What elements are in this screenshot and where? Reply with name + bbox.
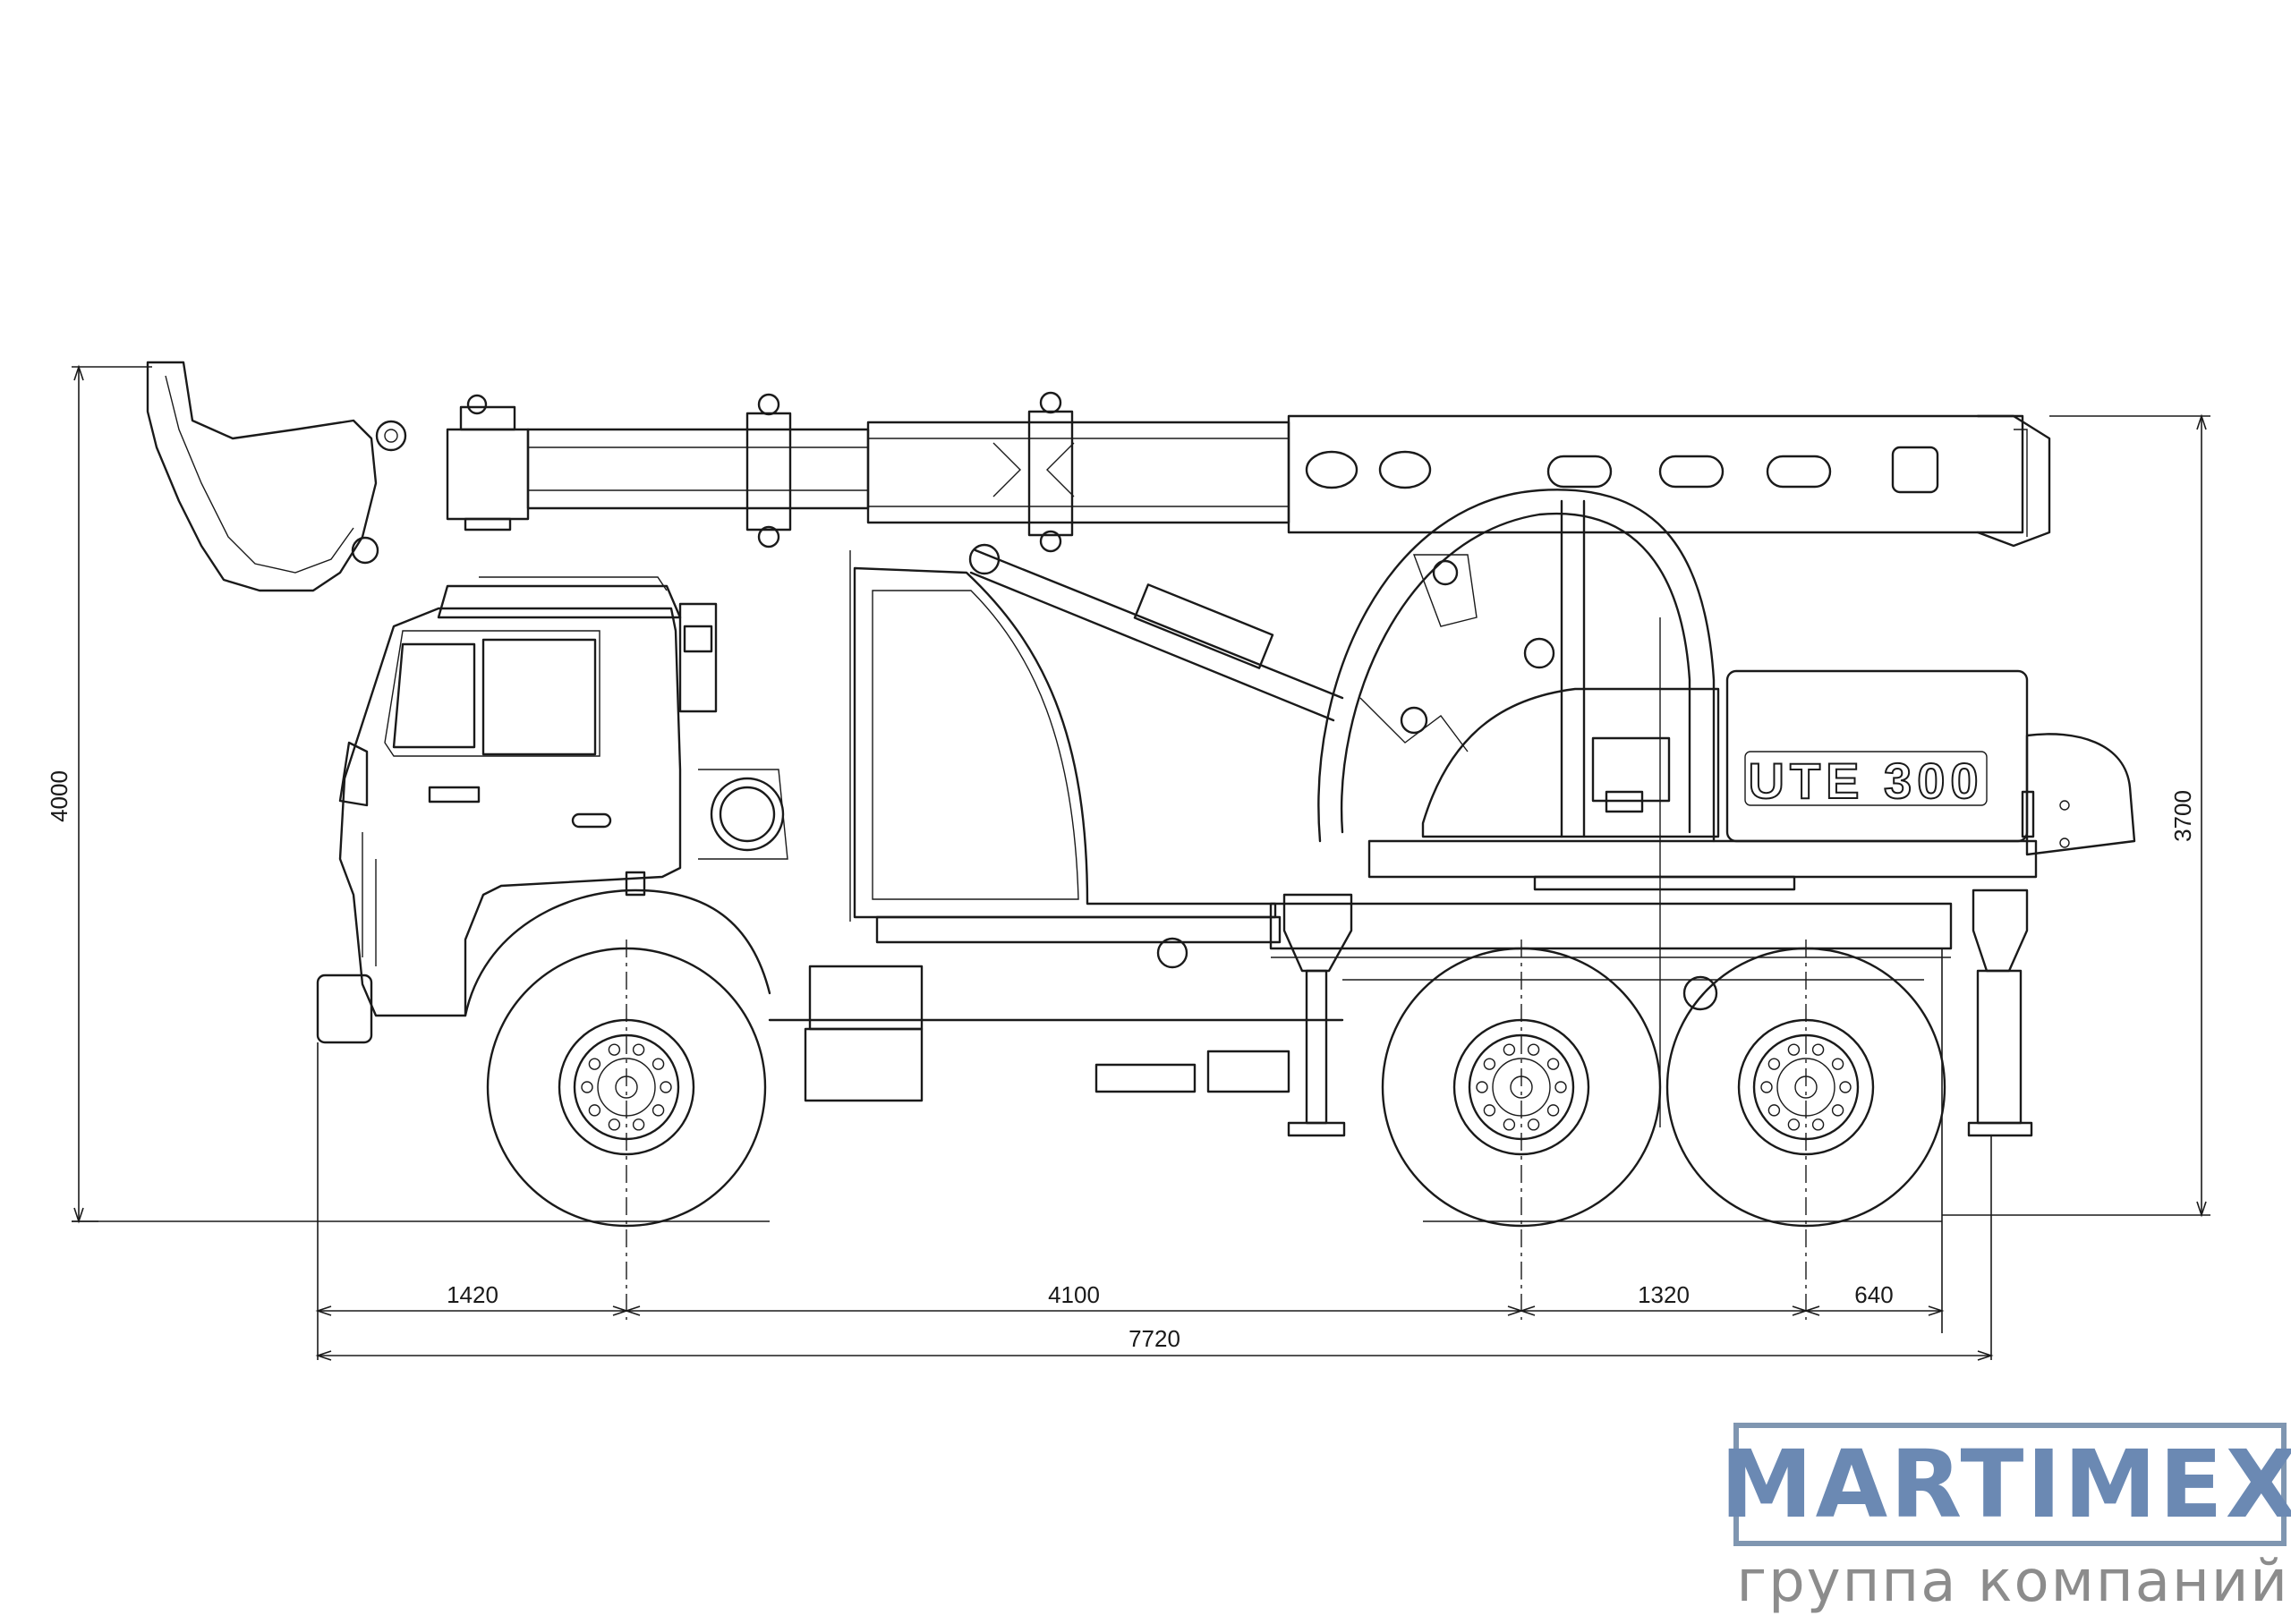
- dim-front-overhang: 1420: [447, 1281, 498, 1308]
- dim-rear-overhang: 640: [1854, 1281, 1893, 1308]
- wheel-lug: [632, 1043, 645, 1056]
- crane-turret: UTE 300: [1317, 489, 2136, 891]
- wheel-lug: [1483, 1104, 1496, 1117]
- dim-rear-axle-spacing: 1320: [1638, 1281, 1690, 1308]
- telescopic-boom: [146, 361, 2051, 592]
- truck-cab: [316, 576, 771, 1044]
- wheel-lug: [588, 1058, 601, 1070]
- wheel-lug: [1787, 1118, 1801, 1131]
- wheel-lug: [652, 1104, 665, 1117]
- wheel-lug: [1831, 1058, 1844, 1070]
- wheel-lug: [608, 1118, 621, 1131]
- wheel-lug: [1527, 1043, 1540, 1056]
- wheel-lug: [660, 1081, 672, 1093]
- operator-cabin: [849, 550, 1277, 922]
- wheel-lug: [588, 1104, 601, 1117]
- dim-crane-height: 3700: [2169, 790, 2196, 842]
- wheel-lug: [1787, 1043, 1801, 1056]
- wheel-lug: [1811, 1118, 1825, 1131]
- wheel-lug: [1483, 1058, 1496, 1070]
- model-label: UTE 300: [1749, 752, 1984, 809]
- wheel-lug: [1476, 1081, 1488, 1093]
- front-wheel: [486, 947, 767, 1228]
- wheel-lug: [1546, 1058, 1560, 1070]
- wheel-lug: [581, 1081, 593, 1093]
- wheel-lug: [608, 1043, 621, 1056]
- wheel-lug: [1503, 1118, 1516, 1131]
- dimension-lines: [72, 364, 2210, 1361]
- rear-wheel-2: [1665, 947, 1946, 1228]
- wheel-lug: [1527, 1118, 1540, 1131]
- wheel-lug: [652, 1058, 665, 1070]
- engine-air-filter: [625, 769, 788, 897]
- wheel-lug: [1831, 1104, 1844, 1117]
- brand-tagline: группа компаний: [1736, 1549, 2289, 1615]
- wheel-lug: [1767, 1104, 1781, 1117]
- dim-overall-length: 7720: [1128, 1325, 1180, 1352]
- wheel-lug: [1760, 1081, 1773, 1093]
- wheel-lug: [1839, 1081, 1852, 1093]
- dim-wheelbase: 4100: [1048, 1281, 1100, 1308]
- chassis-frame: [768, 889, 2033, 1137]
- wheel-lug: [1503, 1043, 1516, 1056]
- dim-overall-height: 4000: [46, 770, 72, 822]
- lift-cylinder: [968, 543, 1344, 722]
- wheel-lug: [1811, 1043, 1825, 1056]
- wheel-lugs: [581, 1043, 1852, 1131]
- wheel-lug: [1767, 1058, 1781, 1070]
- rear-wheel-1: [1381, 947, 1662, 1228]
- brand-name: MARTIMEX: [1720, 1430, 2291, 1539]
- wheel-lug: [632, 1118, 645, 1131]
- wheel-lug: [1546, 1104, 1560, 1117]
- brand-logo: MARTIMEX: [1720, 1423, 2291, 1546]
- wheel-lug: [1554, 1081, 1567, 1093]
